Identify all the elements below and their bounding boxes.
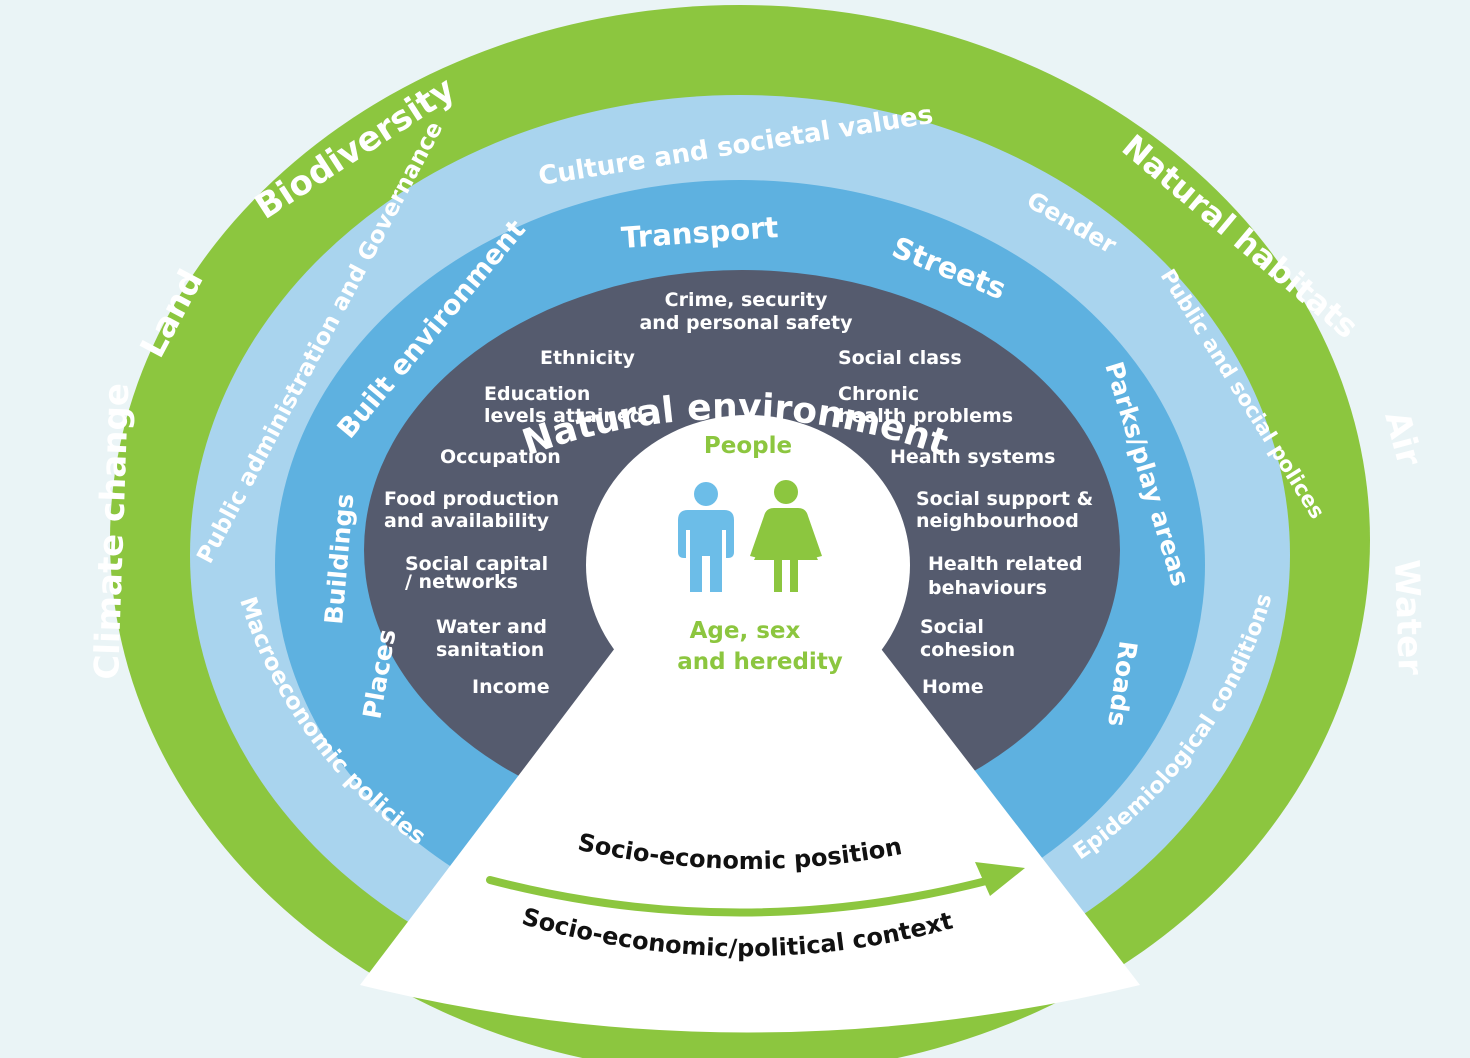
inner-label-income: Income [472, 676, 550, 698]
center-subtitle-line2: and heredity [677, 649, 843, 675]
outer-label-water: Water [1386, 559, 1430, 676]
inner-label-ethnicity: Ethnicity [540, 347, 635, 369]
inner-label-social-capital-2: / networks [405, 571, 518, 593]
bottom-keyhole-wedge [360, 615, 1140, 1033]
inner-label-social-capital: Social capital [405, 553, 548, 575]
inner-label-social-support-2: neighbourhood [916, 510, 1079, 532]
inner-label-chronic: Chronic [838, 383, 919, 405]
female-figure-icon [750, 480, 822, 592]
male-figure-icon [678, 482, 734, 592]
inner-label-social-cohesion: Social [920, 616, 984, 638]
inner-label-water-sanitation-2: sanitation [436, 639, 544, 661]
inner-label-health-behaviours-2: behaviours [928, 577, 1047, 599]
inner-label-education: Education [484, 383, 590, 405]
svg-text:Crime, security: Crime, security [665, 289, 828, 311]
inner-label-occupation: Occupation [440, 446, 561, 468]
inner-label-food-production-2: and availability [384, 510, 550, 532]
inner-label-food-production: Food production [384, 488, 559, 510]
inner-label-social-class: Social class [838, 347, 962, 369]
inner-label-health-systems: Health systems [890, 446, 1055, 468]
inner-label-health-behaviours: Health related [928, 553, 1083, 575]
inner-label-social-cohesion-2: cohesion [920, 639, 1015, 661]
center-circle [586, 415, 910, 715]
inner-label-social-support: Social support & [916, 488, 1093, 510]
svg-text:and personal safety: and personal safety [639, 312, 853, 334]
inner-label-water-sanitation: Water and [436, 616, 547, 638]
inner-label-chronic-2: health problems [838, 405, 1013, 427]
inner-top-label: Crime, security and personal safety [639, 289, 853, 334]
inner-label-education-2: levels attained [484, 405, 643, 427]
center-title-people: People [704, 433, 792, 459]
inner-label-home: Home [922, 676, 984, 698]
arrow-right-icon [486, 862, 1025, 917]
center-subtitle-line1: Age, sex [690, 618, 801, 644]
